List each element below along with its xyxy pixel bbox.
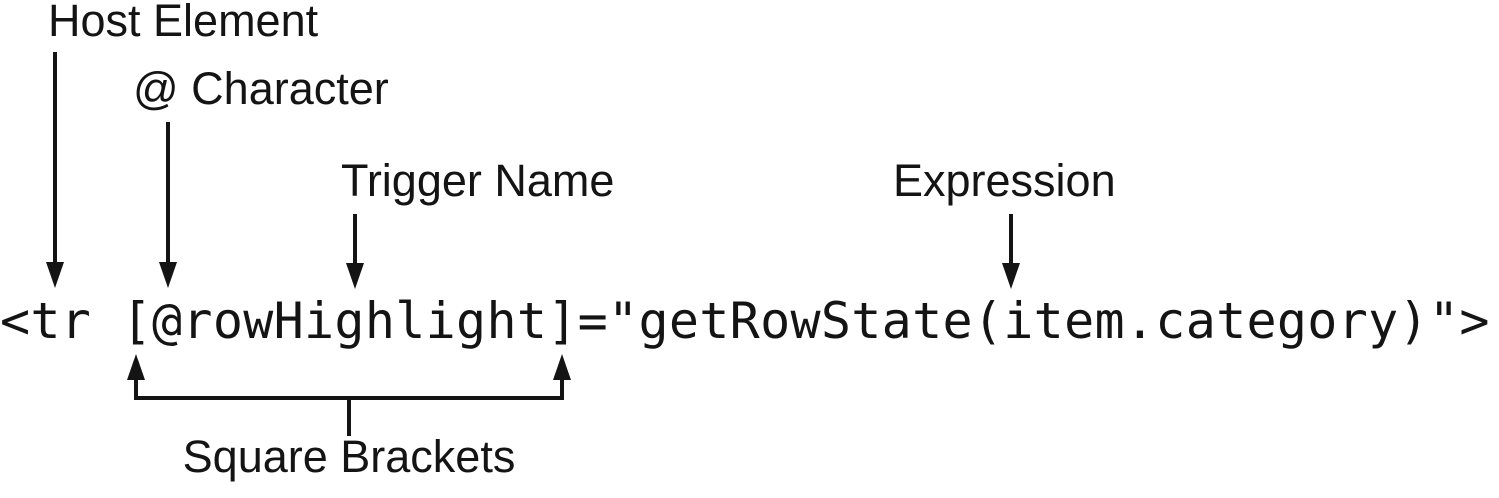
- arrow-shaft: [53, 52, 57, 266]
- arrowhead-down-icon: [346, 263, 364, 289]
- arrowhead-down-icon: [46, 262, 64, 288]
- arrowhead-up-icon: [553, 354, 571, 380]
- arrowhead-down-icon: [1002, 263, 1020, 289]
- arrow-shaft: [166, 122, 170, 266]
- trigger-name-label: Trigger Name: [341, 155, 615, 206]
- arrowhead-down-icon: [159, 262, 177, 288]
- code-line: <tr [@rowHighlight]="getRowState(item.ca…: [0, 292, 1490, 350]
- host-element-label: Host Element: [48, 0, 319, 46]
- arrowhead-up-icon: [127, 354, 145, 380]
- arrow-shaft: [134, 374, 138, 400]
- expression-label: Expression: [893, 155, 1116, 206]
- arrow-shaft: [353, 214, 357, 267]
- arrow-shaft: [560, 374, 564, 400]
- bracket-stem-line: [347, 396, 351, 436]
- arrow-shaft: [1009, 214, 1013, 267]
- at-character-label: @ Character: [133, 63, 389, 114]
- square-brackets-label: Square Brackets: [182, 431, 516, 482]
